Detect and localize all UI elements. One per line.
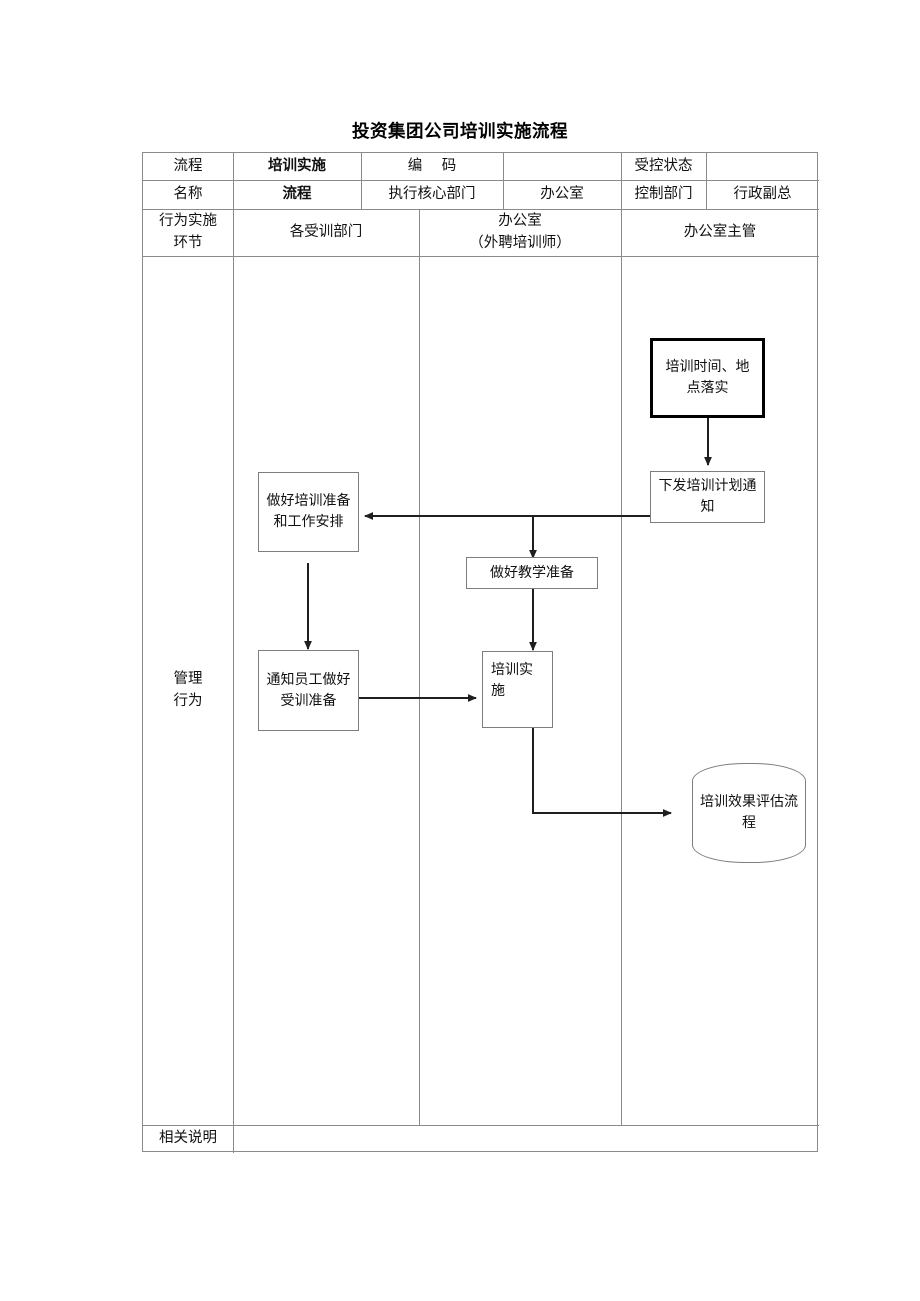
value-control-dept[interactable]: 行政副总 <box>733 185 792 202</box>
flow-node-training-effect-evaluation[interactable]: 培训效果评估流程 <box>692 763 806 863</box>
edge-n6-n7 <box>532 728 672 817</box>
grid-hline-1 <box>143 180 819 181</box>
label-core-dept: 执行核心部门 <box>388 185 476 202</box>
flow-node-label: 做好教学准备 <box>490 565 574 581</box>
lane-header-2-line1: 办公室 <box>498 213 542 230</box>
row-label-management-behaviour: 管理 行为 <box>143 256 233 1125</box>
grid-vline-h5 <box>706 153 707 209</box>
lane-header-1: 各受训部门 <box>289 223 363 240</box>
flow-node-label: 下发培训计划通知 <box>658 479 757 515</box>
grid-vline-lane2 <box>621 209 622 1125</box>
flow-node-notify-employees[interactable]: 通知员工做好受训准备 <box>258 650 359 731</box>
grid-hline-2 <box>143 209 819 210</box>
grid-vline-h3 <box>503 153 504 209</box>
process-sheet: 流程 培训实施 编 码 受控状态 名称 流程 执行核心部门 办公室 控制部门 行… <box>142 152 819 1153</box>
flow-connectors <box>304 417 712 817</box>
label-stage-line1: 行为实施 <box>159 213 217 230</box>
flow-node-label: 培训时间、地点落实 <box>665 360 750 396</box>
grid-vline-lane1 <box>419 209 420 1125</box>
grid-hline-4 <box>143 1125 819 1126</box>
flow-node-label: 培训效果评估流程 <box>700 795 798 831</box>
value-controlled-status[interactable] <box>706 153 819 180</box>
page-title: 投资集团公司培训实施流程 <box>352 121 568 141</box>
flow-node-training-time-place[interactable]: 培训时间、地点落实 <box>650 338 765 418</box>
row-label-line2: 行为 <box>173 692 203 709</box>
label-stage-line2: 环节 <box>173 234 203 251</box>
lane-header-2-line2: （外聘培训师） <box>469 234 571 251</box>
flow-node-label: 通知员工做好受训准备 <box>266 672 351 709</box>
grid-hline-3 <box>143 256 819 257</box>
label-flow-name-line2: 名称 <box>173 185 203 202</box>
flow-node-conduct-training[interactable]: 培训实施 <box>482 651 553 728</box>
grid-vline-h4 <box>621 153 622 209</box>
flowchart: 培训时间、地点落实 下发培训计划通知 做好培训准备和工作安排 做好教学准备 通知… <box>143 153 819 1153</box>
value-core-dept[interactable]: 办公室 <box>540 185 584 202</box>
label-controlled-status: 受控状态 <box>634 157 693 174</box>
grid-vline-lane0 <box>233 209 234 1125</box>
flow-node-prepare-training-and-work[interactable]: 做好培训准备和工作安排 <box>258 472 359 552</box>
label-flow-name-line1: 流程 <box>173 157 203 174</box>
flow-node-label: 培训实施 <box>491 663 533 699</box>
flow-node-issue-training-plan-notice[interactable]: 下发培训计划通知 <box>650 471 765 523</box>
label-code: 编 码 <box>407 157 465 174</box>
label-remarks: 相关说明 <box>159 1130 217 1147</box>
lane-header-2: 办公室 （外聘培训师） <box>419 209 621 256</box>
flow-node-prepare-teaching[interactable]: 做好教学准备 <box>466 557 598 589</box>
label-stage-block: 行为实施 环节 <box>143 209 233 256</box>
value-remarks[interactable] <box>233 1125 819 1153</box>
grid-vline-footer <box>233 1125 234 1153</box>
lane-header-3: 办公室主管 <box>683 223 757 240</box>
flow-node-label: 做好培训准备和工作安排 <box>266 494 351 530</box>
value-flow-name-line2: 流程 <box>282 185 312 202</box>
grid-vline-h1 <box>233 153 234 209</box>
value-flow-name-line1: 培训实施 <box>268 157 326 174</box>
row-label-line1: 管理 <box>173 671 203 688</box>
grid-vline-h2 <box>361 153 362 209</box>
label-control-dept: 控制部门 <box>634 185 693 202</box>
value-code[interactable] <box>503 153 621 180</box>
